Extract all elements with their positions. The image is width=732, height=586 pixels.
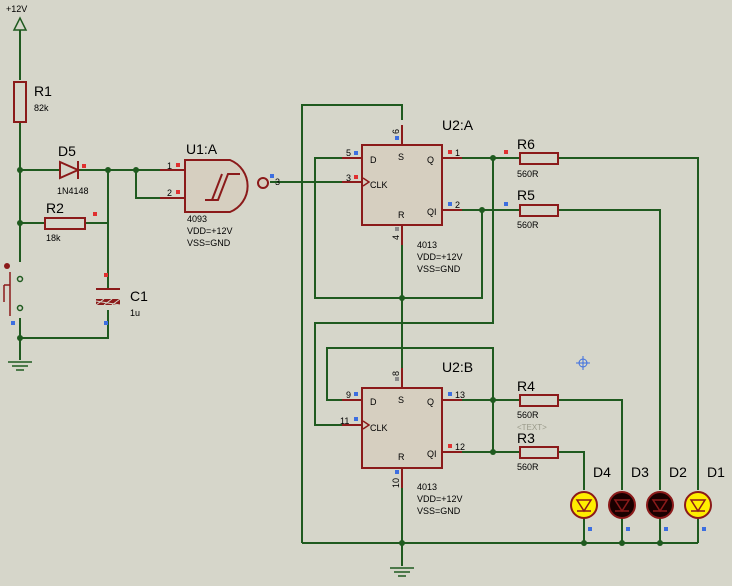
u2b-label-qi: QI — [427, 449, 437, 459]
flipflop-u2b[interactable]: D CLK S R Q QI 9 11 13 12 8 10 U2:B 4013… — [340, 359, 473, 516]
u2a-pin-clk: 3 — [346, 173, 351, 183]
diode-icon — [59, 160, 81, 180]
ground-symbol-left[interactable] — [8, 361, 32, 371]
u2a-vdd: VDD=+12V — [417, 252, 463, 262]
r2-value: 18k — [46, 233, 61, 243]
junctions — [17, 155, 663, 546]
d3-ref: D3 — [631, 464, 649, 480]
button-knob-icon — [4, 263, 10, 269]
led-d2[interactable]: D2 — [646, 464, 687, 531]
u2a-ref: U2:A — [442, 117, 474, 133]
c1-ref: C1 — [130, 288, 148, 304]
resistor-r3[interactable]: R3 560R — [517, 430, 559, 472]
gate-u1a[interactable]: 1 2 3 U1:A 4093 VDD=+12V VSS=GND — [160, 141, 280, 248]
clock-edge-icon — [362, 420, 371, 430]
u2a-label-s: S — [398, 152, 404, 162]
led-diode-icon — [575, 499, 593, 513]
u2a-pin-q: 1 — [455, 148, 460, 158]
wires — [19, 30, 699, 566]
d5-ref: D5 — [58, 143, 76, 159]
u2b-pin-d: 9 — [346, 390, 351, 400]
u2b-pin-s: 8 — [391, 371, 401, 376]
u2a-label-r: R — [398, 210, 405, 220]
u2a-pin-r: 4 — [391, 235, 401, 240]
u1a-vss: VSS=GND — [187, 238, 231, 248]
u2b-label-d: D — [370, 397, 377, 407]
u2b-part: 4013 — [417, 482, 437, 492]
flipflop-u2a[interactable]: D CLK S R Q QI 5 3 1 2 6 4 U2:A 4013 VDD… — [342, 117, 474, 274]
crosshair-cursor-icon — [576, 356, 590, 370]
resistor-r4[interactable]: R4 560R <TEXT> — [517, 378, 559, 432]
d5-value: 1N4148 — [57, 186, 89, 196]
resistor-r6[interactable]: R6 560R — [504, 136, 559, 179]
u1a-pin-2: 2 — [167, 188, 172, 198]
r6-value: 560R — [517, 169, 539, 179]
u2a-pin-qi: 2 — [455, 200, 460, 210]
led-d3[interactable]: D3 — [608, 464, 649, 531]
u2a-pin-s: 6 — [391, 129, 401, 134]
supply-label: +12V — [6, 4, 27, 14]
u2b-pin-clk: 11 — [340, 416, 349, 426]
u2a-label-q: Q — [427, 155, 434, 165]
u2b-vdd: VDD=+12V — [417, 494, 463, 504]
u1a-pin-1: 1 — [167, 161, 172, 171]
r2-ref: R2 — [46, 200, 64, 216]
resistor-r2[interactable]: R2 18k — [44, 200, 97, 243]
u1a-pin-3: 3 — [275, 177, 280, 187]
u2a-label-d: D — [370, 155, 377, 165]
u2b-label-s: S — [398, 395, 404, 405]
capacitor-c1[interactable]: C1 1u — [95, 273, 148, 325]
r3-value: 560R — [517, 462, 539, 472]
u1a-ref: U1:A — [186, 141, 218, 157]
r5-ref: R5 — [517, 187, 535, 203]
r1-ref: R1 — [34, 83, 52, 99]
clock-edge-icon — [362, 177, 371, 187]
r5-value: 560R — [517, 220, 539, 230]
resistor-r5[interactable]: R5 560R — [504, 187, 559, 230]
r6-ref: R6 — [517, 136, 535, 152]
u2b-ref: U2:B — [442, 359, 473, 375]
resistor-r1[interactable]: R1 82k — [13, 81, 52, 123]
u2a-vss: VSS=GND — [417, 264, 461, 274]
supply-arrow-icon — [12, 16, 28, 31]
d2-ref: D2 — [669, 464, 687, 480]
r4-text-placeholder: <TEXT> — [517, 423, 547, 432]
u2a-label-qi: QI — [427, 207, 437, 217]
ground-symbol-bottom[interactable] — [390, 567, 414, 577]
led-diode-icon — [651, 499, 669, 513]
led-diode-icon — [689, 499, 707, 513]
diode-d5[interactable]: D5 1N4148 — [57, 143, 89, 196]
u2a-pin-d: 5 — [346, 148, 351, 158]
u2a-label-clk: CLK — [370, 180, 388, 190]
u2b-pin-r: 10 — [391, 478, 401, 488]
u2a-part: 4013 — [417, 240, 437, 250]
led-d1[interactable]: D1 — [684, 464, 725, 531]
c1-value: 1u — [130, 308, 140, 318]
u2b-pin-qi: 12 — [455, 442, 465, 452]
d4-ref: D4 — [593, 464, 611, 480]
led-d4[interactable]: D4 — [570, 464, 611, 531]
supply-terminal[interactable]: +12V — [6, 4, 28, 31]
r3-ref: R3 — [517, 430, 535, 446]
schmitt-trigger-icon — [205, 173, 240, 201]
u2b-pin-q: 13 — [455, 390, 465, 400]
u2b-label-clk: CLK — [370, 423, 388, 433]
u1a-vdd: VDD=+12V — [187, 226, 233, 236]
r4-value: 560R — [517, 410, 539, 420]
u2b-vss: VSS=GND — [417, 506, 461, 516]
r1-value: 82k — [34, 103, 49, 113]
u1a-part: 4093 — [187, 214, 207, 224]
u2b-label-q: Q — [427, 397, 434, 407]
pushbutton-switch[interactable] — [3, 263, 24, 325]
u2b-label-r: R — [398, 452, 405, 462]
d1-ref: D1 — [707, 464, 725, 480]
r4-ref: R4 — [517, 378, 535, 394]
led-diode-icon — [613, 499, 631, 513]
